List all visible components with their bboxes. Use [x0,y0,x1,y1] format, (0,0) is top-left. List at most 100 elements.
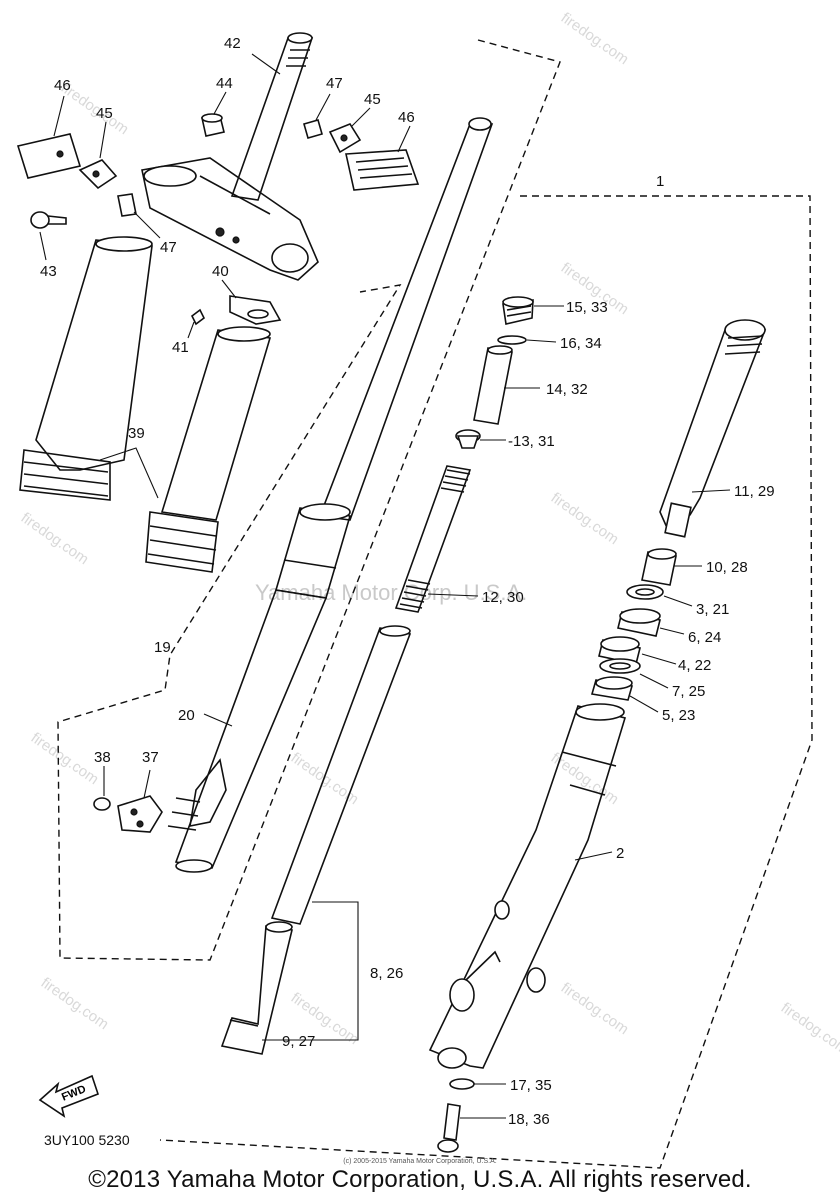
leader-46-left [53,95,65,137]
leader-3 [663,595,693,607]
part-18 [437,1103,461,1153]
lower-inner-tube [220,625,412,1055]
part-10 [641,548,677,586]
reflector-left [16,133,82,179]
callout-7: 7, 25 [672,683,705,700]
callout-17: 17, 35 [510,1077,552,1094]
leader-11 [691,489,731,493]
leader-45-right [351,107,371,127]
leader-37 [143,769,151,799]
callout-19: 19 [154,639,171,656]
callout-46-right: 46 [398,109,415,126]
part-41 [190,308,206,326]
part-45-left [78,159,118,190]
callout-8: 8, 26 [370,965,403,982]
fork-boot-left [19,236,153,501]
leader-7 [639,673,669,689]
leader-46-right [397,125,411,153]
watermark-site: firedog.com [558,979,632,1038]
leader-5 [629,695,659,713]
cap-bolt [502,296,534,325]
callout-16: 16, 34 [560,335,602,352]
watermark-site: firedog.com [558,9,632,68]
leader-45-left [99,121,107,159]
watermark-site: firedog.com [778,999,840,1058]
reference-code: 3UY100 5230 [44,1132,130,1148]
watermark-site: firedog.com [38,974,112,1033]
callout-13: -13, 31 [508,433,555,450]
leader-41 [187,321,195,339]
callout-1: 1 [656,173,664,190]
steering-stem [141,32,319,281]
callout-10: 10, 28 [706,559,748,576]
leader-47-left [133,211,161,239]
watermark-center: Yamaha Motor Corp. U.S.A. [255,580,527,605]
callout-47-top: 47 [326,75,343,92]
leader-8 [262,901,359,1041]
leader-47-top [315,93,331,121]
copyright-footer: ©2013 Yamaha Motor Corporation, U.S.A. A… [88,1166,752,1193]
callout-9: 9, 27 [282,1033,315,1050]
leader-2 [574,851,613,861]
leader-16 [526,339,557,343]
part-47-top [303,119,323,139]
leader-42 [251,53,281,75]
leader-44 [213,91,227,115]
watermark-site: firedog.com [548,489,622,548]
callout-14: 14, 32 [546,381,588,398]
leader-4 [641,653,677,665]
leader-12 [427,593,479,597]
part-43 [30,211,67,229]
part-45-right [328,123,362,154]
callout-4: 4, 22 [678,657,711,674]
callout-41: 41 [172,339,189,356]
leader-6 [659,627,685,635]
callout-37: 37 [142,749,159,766]
callout-45-right: 45 [364,91,381,108]
fork-spring [394,465,472,613]
callout-12: 12, 30 [482,589,524,606]
part-40 [229,295,282,325]
watermarks: Yamaha Motor Corp. U.S.A. firedog.com fi… [18,9,840,1058]
callout-40: 40 [212,263,229,280]
callout-11: 11, 29 [734,483,775,500]
leader-43 [39,231,47,261]
small-credit: (c) 2005-2015 Yamaha Motor Corporation, … [343,1158,497,1165]
spacer [473,345,513,425]
watermark-site: firedog.com [28,729,102,788]
callouts: 1 2 3, 21 4, 22 5, 23 6, 24 7, 25 8, 26 … [40,35,775,1128]
o-ring [497,335,527,345]
callout-42: 42 [224,35,241,52]
part-47-left [117,193,137,217]
callout-44: 44 [216,75,233,92]
leader-39 [99,447,159,499]
callout-38: 38 [94,749,111,766]
callout-18: 18, 36 [508,1111,550,1128]
spring-seat [455,429,481,449]
leader-40 [221,279,237,299]
watermark-site: firedog.com [18,509,92,568]
inner-tube [659,319,767,538]
fork-tube-20 [167,117,494,873]
callout-3: 3, 21 [696,601,729,618]
group-outline-19 [57,39,561,961]
fork-boot-right [145,326,272,573]
fwd-arrow-icon: FWD [38,1074,99,1118]
group-outline-1 [159,195,813,1169]
callout-6: 6, 24 [688,629,721,646]
callout-15: 15, 33 [566,299,608,316]
callout-39: 39 [128,425,145,442]
leader-20 [203,713,233,727]
callout-5: 5, 23 [662,707,695,724]
reflector-right [345,149,420,191]
callout-20: 20 [178,707,195,724]
callout-43: 43 [40,263,57,280]
outer-tube [428,703,627,1069]
callout-47-left: 47 [160,239,177,256]
callout-2: 2 [616,845,624,862]
part-17 [449,1078,475,1090]
seal-stack [590,584,664,701]
callout-46-left: 46 [54,77,71,94]
callout-45-left: 45 [96,105,113,122]
part-37-38 [93,795,163,833]
